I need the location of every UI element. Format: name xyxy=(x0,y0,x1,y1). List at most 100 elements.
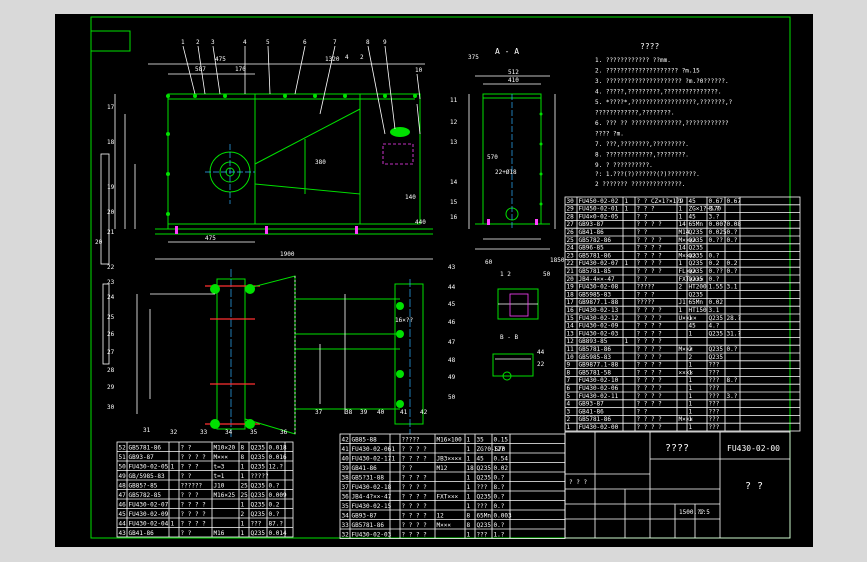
bom-cell: GB85?-85 xyxy=(129,483,158,490)
bom-cell: GB41-86 xyxy=(579,408,605,415)
bom-cell: 0.009 xyxy=(269,492,287,499)
bom-cell: J1 xyxy=(679,299,687,306)
dimension-label: 22+Ø18 xyxy=(495,169,517,176)
callout-number: 4 xyxy=(243,39,247,46)
bom-cell: ? ? ? ? xyxy=(637,260,663,267)
bom-cell: FXT×××× xyxy=(679,276,705,283)
section-title: A - A xyxy=(495,47,519,56)
bom-cell: 31.? xyxy=(727,330,742,337)
bom-cell: ? ? xyxy=(181,473,192,480)
bom-cell: 0.007 xyxy=(709,221,727,228)
bom-cell: ? ? ? ? xyxy=(637,424,663,431)
bom-cell: ? ? xyxy=(181,445,192,452)
bom-cell: Q235 xyxy=(251,502,266,509)
bom-cell: 1 xyxy=(625,338,629,345)
bom-cell: 21 xyxy=(567,268,575,275)
bom-cell: 9 xyxy=(567,362,571,369)
tech-req-note: ?: 1.???(?)??????(?)????????. xyxy=(595,171,700,178)
bom-cell: ? ? ? ? xyxy=(637,354,663,361)
bom-cell: 0.54 xyxy=(494,456,509,463)
bom-cell: t=1 xyxy=(214,473,225,480)
bom-cell: ??? xyxy=(477,484,488,491)
bom-cell: M10×20 xyxy=(214,445,236,452)
callout-number: 30 xyxy=(107,404,115,411)
bom-cell: ? ? ? ? xyxy=(637,330,663,337)
callout-number: 5 xyxy=(266,39,270,46)
detail-label: 44 xyxy=(537,349,545,356)
bom-cell: 7 xyxy=(567,377,571,384)
callout-number: 28 xyxy=(107,367,115,374)
bom-cell: 0.? xyxy=(727,229,738,236)
bom-cell: 18 xyxy=(467,465,475,472)
bom-cell: 1 xyxy=(171,521,175,528)
inner-frame xyxy=(90,16,791,539)
bom-cell: 12 xyxy=(437,513,445,520)
bom-cell: M12 xyxy=(437,465,448,472)
bom-cell: 14 xyxy=(567,323,575,330)
callout-number: 3 xyxy=(211,39,215,46)
bom-cell: 0.? xyxy=(269,511,280,518)
bom-cell: ????? xyxy=(402,437,420,444)
bom-cell: ? ? ? ? xyxy=(181,502,207,509)
dimension-label: 1900 xyxy=(280,251,295,258)
drawing-subtitle: ? ? xyxy=(745,481,763,492)
bom-cell: Q235 xyxy=(689,268,704,275)
bom-cell: FU430-02-07 xyxy=(129,502,169,509)
bom-cell: 51 xyxy=(119,454,127,461)
bom-cell: 12.? xyxy=(269,464,284,471)
bom-cell: 33 xyxy=(342,522,350,529)
bom-cell: Q235 xyxy=(251,464,266,471)
bom-cell: FU430-02-05 xyxy=(129,464,169,471)
bom-cell: M16 xyxy=(214,530,225,537)
detail-label: B - B xyxy=(500,334,518,341)
bom-cell: GB9877.1-88 xyxy=(579,362,619,369)
bom-cell: ????? xyxy=(251,473,269,480)
bom-cell: ? ? ? ? xyxy=(637,401,663,408)
bom-cell: Q235 xyxy=(689,291,704,298)
bom-cell: 50 xyxy=(119,464,127,471)
dimension-label: 570 xyxy=(487,154,498,161)
bom-cell: FU430-02-09 xyxy=(129,511,169,518)
bom-cell: 1 xyxy=(689,330,693,337)
bom-cell: 0.67 xyxy=(727,198,742,205)
bom-cell: ? ? ? ? xyxy=(402,456,428,463)
bom-cell: 0.? xyxy=(709,252,720,259)
bom-cell: 34 xyxy=(342,513,350,520)
bom-cell: FU430-02-06 xyxy=(579,385,619,392)
bom-cell: 0.08 xyxy=(727,221,742,228)
bom-cell: 1 xyxy=(679,307,683,314)
bom-cell: 8 xyxy=(241,445,245,452)
bom-cell: GB93-87 xyxy=(352,513,378,520)
bom-cell: 26 xyxy=(567,229,575,236)
bom-cell: 15 xyxy=(567,315,575,322)
bom-cell: FU430-02-13 xyxy=(579,307,619,314)
dimension-label: 475 xyxy=(215,56,226,63)
bom-cell: 24 xyxy=(567,245,575,252)
callout-number: 41 xyxy=(400,409,408,416)
callout-number: 42 xyxy=(420,409,428,416)
bom-cell: 2 xyxy=(689,346,693,353)
bom-cell: JB3×××× xyxy=(437,456,463,463)
bom-cell: 37 xyxy=(342,484,350,491)
bom-cell: 65Mn xyxy=(689,221,704,228)
bom-cell: 28.? xyxy=(727,315,742,322)
bom-cell: 4 xyxy=(567,401,571,408)
bom-cell: 1 xyxy=(392,446,396,453)
bom-cell: 1 xyxy=(467,494,471,501)
bom-cell: 0.2 xyxy=(727,260,738,267)
bom-cell: 38 xyxy=(342,475,350,482)
bom-cell: Q235 xyxy=(709,346,724,353)
dimension-label: 16×?? xyxy=(395,317,413,324)
callout-number: 36 xyxy=(280,429,288,436)
callout-number: 12 xyxy=(450,119,458,126)
bom-cell: ??? xyxy=(709,362,720,369)
callout-number: 27 xyxy=(107,349,115,356)
sheet-scale: 1:5 xyxy=(699,509,710,516)
callout-number: 50 xyxy=(448,394,456,401)
bom-cell: ? ? xyxy=(637,276,648,283)
bom-cell: 36 xyxy=(342,494,350,501)
dimension-label: 587 xyxy=(195,66,206,73)
callout-number: 9 xyxy=(383,39,387,46)
